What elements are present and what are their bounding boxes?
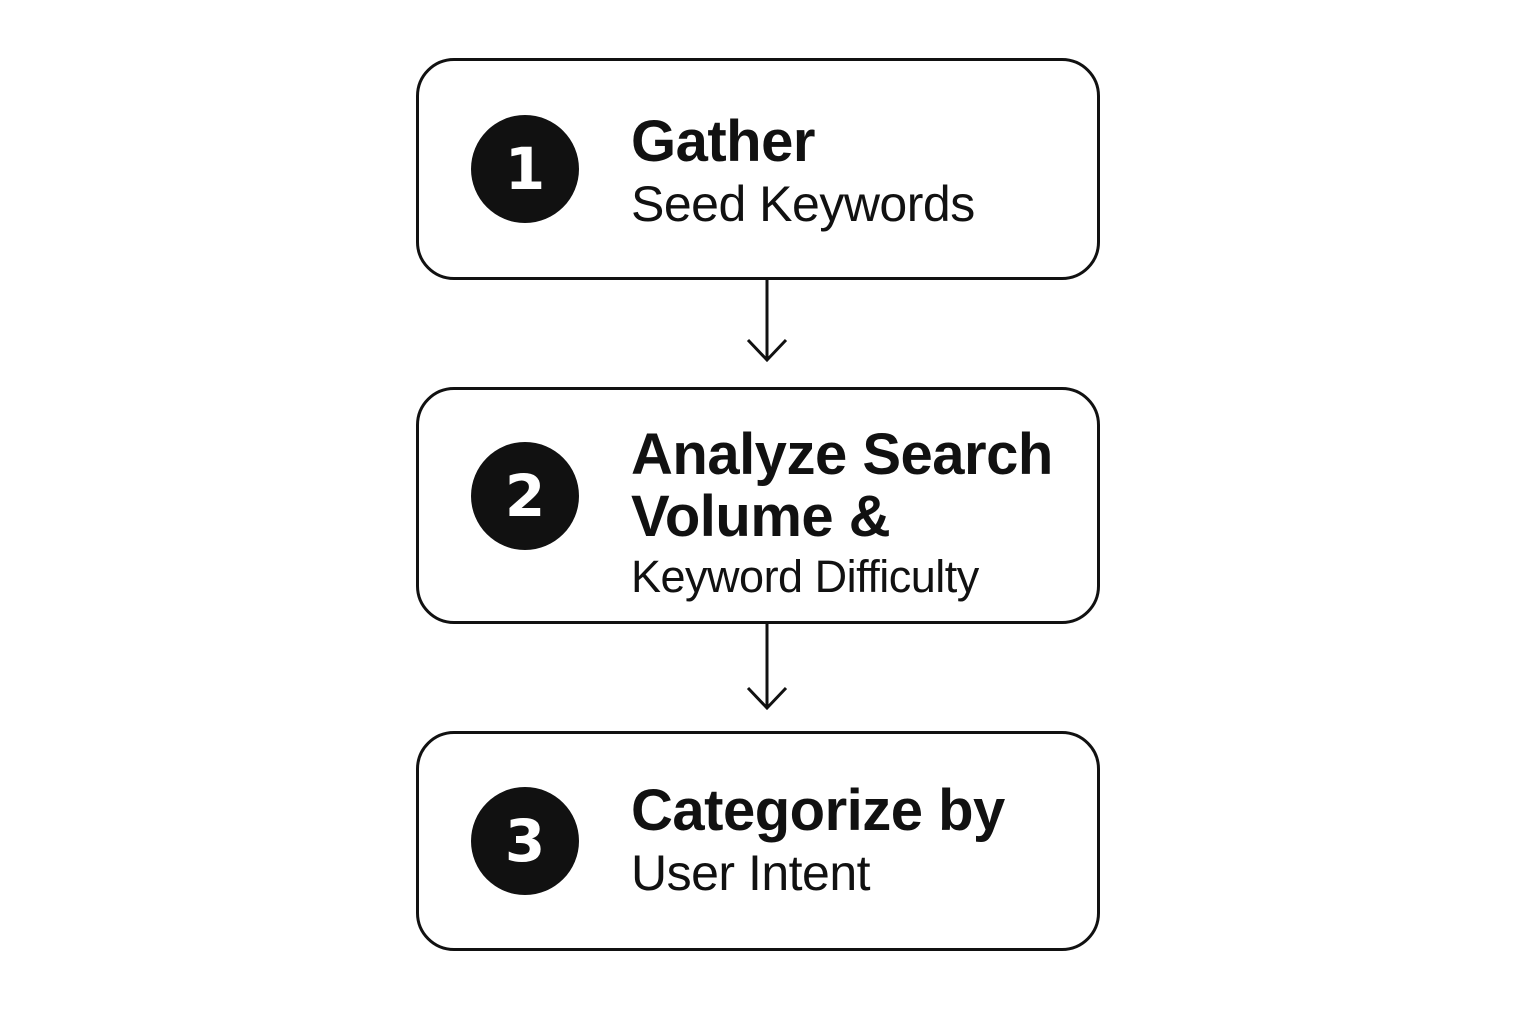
step-3-number-badge: 3 <box>471 787 579 895</box>
step-1-number-badge: 1 <box>471 115 579 223</box>
step-2-box: 2 Analyze Search Volume & Keyword Diffic… <box>416 387 1100 624</box>
step-3-label: Categorize by User Intent <box>631 780 1077 904</box>
step-2-number-badge: 2 <box>471 442 579 550</box>
step-2-title-line-1: Analyze Search <box>631 422 1053 487</box>
step-3-box: 3 Categorize by User Intent <box>416 731 1100 951</box>
step-1-title: Gather <box>631 109 815 174</box>
step-2-subtitle: Keyword Difficulty <box>631 551 979 602</box>
step-2-title-line-2: Volume & <box>631 484 891 549</box>
step-1-box: 1 Gather Seed Keywords <box>416 58 1100 280</box>
arrow-down-icon <box>746 280 788 363</box>
step-1-subtitle: Seed Keywords <box>631 176 975 232</box>
step-2-label: Analyze Search Volume & Keyword Difficul… <box>631 424 1077 606</box>
step-1-label: Gather Seed Keywords <box>631 111 1077 235</box>
step-3-subtitle: User Intent <box>631 845 871 901</box>
arrow-down-icon <box>746 624 788 711</box>
step-3-title: Categorize by <box>631 778 1005 843</box>
